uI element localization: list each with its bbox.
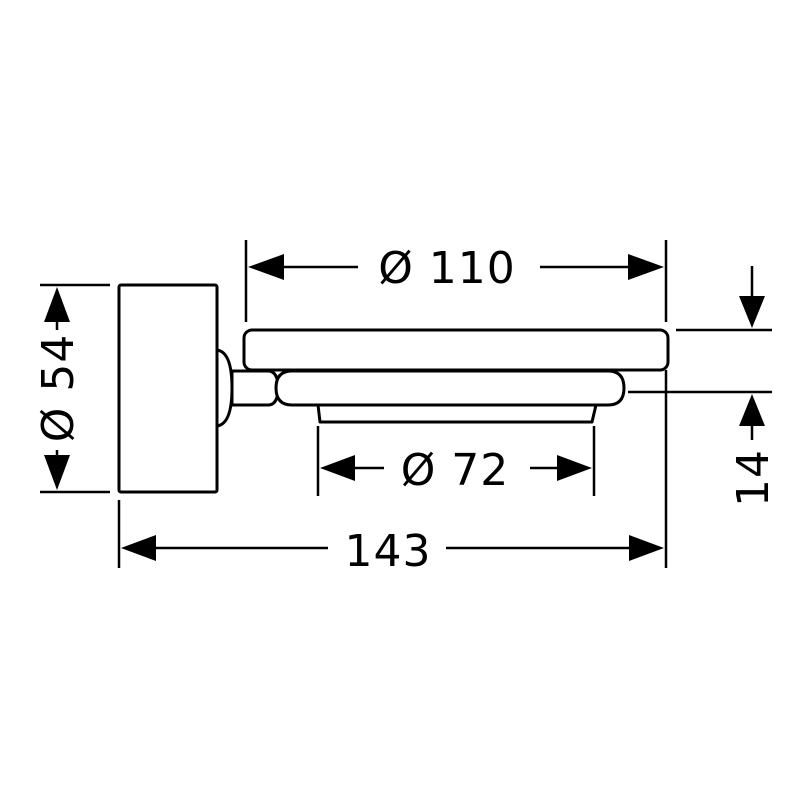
dish-bottom <box>316 403 598 424</box>
arrow-up <box>44 287 70 322</box>
arrow-left <box>248 254 284 280</box>
label-bg <box>328 520 446 574</box>
dim-height: 14 <box>628 266 779 507</box>
dim-mount-diameter: Ø 54 <box>33 283 110 494</box>
total-length-label: 143 <box>345 526 432 577</box>
dim-dish-top-diameter: Ø 110 <box>244 240 668 322</box>
arm-rod <box>230 369 280 407</box>
dish-top-diameter-label: Ø 110 <box>378 243 516 294</box>
label-bg <box>358 240 540 290</box>
arrow-down <box>739 296 765 328</box>
mount-body <box>117 283 219 494</box>
wall-mount <box>117 283 234 494</box>
support-arm <box>230 369 280 407</box>
mount-collar <box>215 348 234 428</box>
label-bg <box>40 330 74 450</box>
arrow-up <box>739 394 765 426</box>
arrow-down <box>44 455 70 490</box>
arrow-right <box>629 535 664 561</box>
soap-dish <box>242 328 670 424</box>
dim-total-length: 143 <box>117 370 668 577</box>
arrow-left <box>121 535 156 561</box>
arrow-right <box>557 455 592 481</box>
label-bg <box>384 442 530 492</box>
arrow-left <box>320 455 355 481</box>
arrow-right <box>628 254 664 280</box>
ring-body <box>274 369 626 407</box>
dish-bottom-diameter-label: Ø 72 <box>401 445 510 496</box>
height-label: 14 <box>728 449 779 507</box>
dish-plate <box>242 328 670 372</box>
dim-dish-bottom-diameter: Ø 72 <box>316 426 596 496</box>
mount-diameter-label: Ø 54 <box>33 334 84 443</box>
holder-ring <box>274 369 626 407</box>
